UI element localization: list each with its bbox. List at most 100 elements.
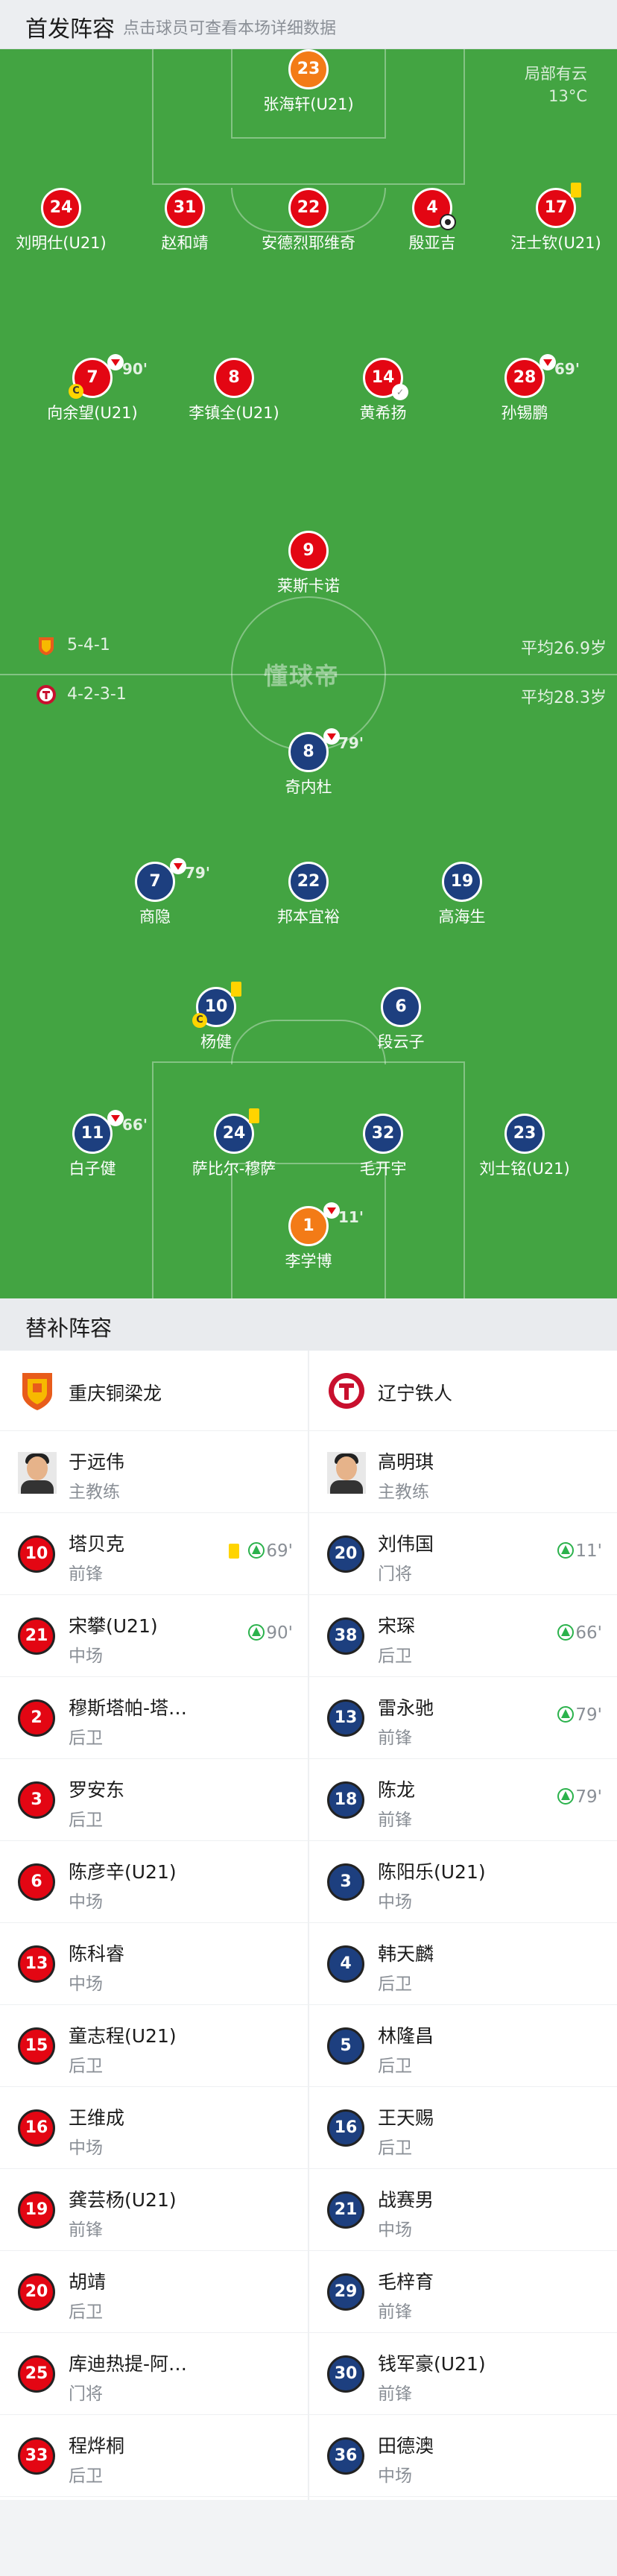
- player-number: 22: [288, 862, 329, 902]
- player-away-4[interactable]: 19 高海生: [395, 862, 529, 927]
- player-name: 刘士铭(U21): [479, 1160, 570, 1178]
- sub-player-number: 16: [18, 2109, 55, 2147]
- sub-player-name: 陈科睿: [69, 1943, 125, 1965]
- player-home-3[interactable]: 22 安德烈耶维奇: [241, 188, 376, 253]
- coach-avatar: [18, 1452, 57, 1494]
- coach-avatar: [327, 1452, 366, 1494]
- top-goal-box: [231, 49, 386, 139]
- sub-player-name: 库迪热提-阿…: [69, 2353, 188, 2375]
- home-team-row[interactable]: 重庆铜梁龙: [0, 1351, 308, 1431]
- sub-player-position: 中场: [378, 2220, 412, 2240]
- sub-in-minute: 69': [266, 1541, 293, 1561]
- sub-player-number: 30: [327, 2355, 364, 2393]
- sub-player-number: 21: [18, 1617, 55, 1655]
- player-away-9[interactable]: 32 毛开宇: [316, 1114, 450, 1179]
- sub-player-position: 后卫: [378, 2138, 412, 2158]
- sub-player-position: 后卫: [378, 1974, 412, 1994]
- player-name: 高海生: [438, 908, 486, 926]
- coach-name: 高明琪: [378, 1451, 434, 1473]
- player-number: 24: [214, 1108, 259, 1154]
- player-home-4[interactable]: 4 殷亚吉: [365, 188, 499, 253]
- sub-player-name: 程烨桐: [69, 2435, 125, 2457]
- home-team-name: 重庆铜梁龙: [69, 1383, 162, 1404]
- player-name: 孙锡鹏: [501, 404, 548, 422]
- player-home-5[interactable]: 17 汪士钦(U21): [489, 183, 617, 253]
- coach-role: 主教练: [69, 1483, 120, 1502]
- sub-player-position: 后卫: [69, 2466, 103, 2486]
- sub-player-number: 25: [18, 2355, 55, 2393]
- home-coach-row[interactable]: 于远伟 主教练: [0, 1431, 308, 1513]
- player-away-6[interactable]: 6 段云子: [334, 987, 468, 1052]
- sub-player-number: 4: [327, 1945, 364, 1983]
- away-coach-row[interactable]: 高明琪 主教练: [309, 1431, 617, 1513]
- captain-icon: C: [192, 1013, 207, 1028]
- sub-player-number: 13: [18, 1945, 55, 1983]
- player-home-8[interactable]: 14✓ 黄希扬: [316, 358, 450, 423]
- sub-out-icon: [107, 1110, 124, 1126]
- sub-player-name: 陈阳乐(U21): [378, 1861, 486, 1883]
- sub-player-number: 18: [327, 1781, 364, 1819]
- sub-out-icon: [323, 1202, 340, 1219]
- player-number: 14✓: [363, 358, 408, 400]
- player-home-10[interactable]: 9 莱斯卡诺: [241, 531, 376, 596]
- sub-in-minute: 66': [575, 1623, 602, 1643]
- sub-player-position: 中场: [378, 2466, 412, 2486]
- subs-title: 替补阵容: [25, 1316, 113, 1341]
- captain-icon: C: [69, 384, 83, 399]
- player-home-2[interactable]: 31 赵和靖: [118, 188, 252, 253]
- sub-player-position: 中场: [69, 1647, 103, 1666]
- sub-out-icon: [170, 858, 186, 874]
- player-name: 白子健: [69, 1160, 116, 1178]
- sub-player-position: 前锋: [69, 2220, 103, 2240]
- bottom-goal-box: [231, 1163, 386, 1298]
- sub-in-minute: 90': [266, 1623, 293, 1643]
- player-number: 17: [536, 183, 581, 228]
- player-home-7[interactable]: 8 李镇全(U21): [167, 358, 301, 423]
- player-home-gk[interactable]: 23 张海轩(U21): [241, 49, 376, 115]
- player-away-8[interactable]: 24 萨比尔-穆萨: [167, 1108, 301, 1179]
- player-away-3[interactable]: 22 邦本宜裕: [241, 862, 376, 927]
- subs-header: 替补阵容: [0, 1298, 617, 1351]
- player-home-1[interactable]: 24 刘明仕(U21): [0, 188, 128, 253]
- away-team-row[interactable]: 辽宁铁人: [309, 1351, 617, 1431]
- player-away-10[interactable]: 23 刘士铭(U21): [458, 1114, 592, 1179]
- sub-player-name: 胡靖: [69, 2271, 107, 2293]
- sub-player-name: 王天赐: [378, 2107, 434, 2129]
- home-formation-text: 5-4-1: [67, 636, 110, 654]
- sub-player-name: 战赛男: [378, 2189, 434, 2211]
- sub-in-minute: 79': [575, 1705, 602, 1725]
- player-number: 19: [442, 862, 482, 902]
